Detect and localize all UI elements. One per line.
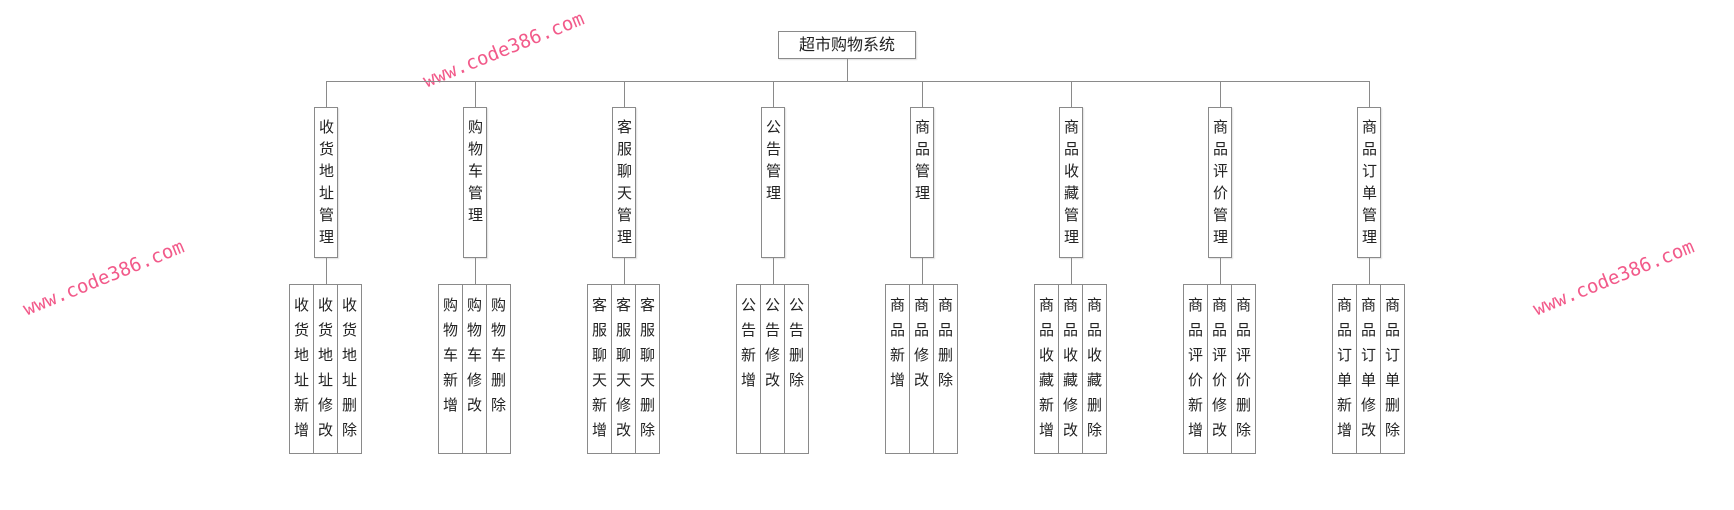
function-node: 商品评价新增 bbox=[1183, 284, 1208, 454]
function-group: 商品新增商品修改商品删除 bbox=[885, 284, 958, 454]
function-group: 商品订单新增商品订单修改商品订单删除 bbox=[1332, 284, 1405, 454]
branch-connector bbox=[922, 81, 923, 107]
branch-connector bbox=[326, 81, 327, 107]
function-node: 商品订单删除 bbox=[1380, 284, 1405, 454]
function-node: 商品评价修改 bbox=[1207, 284, 1232, 454]
function-node: 购物车删除 bbox=[486, 284, 511, 454]
child-connector bbox=[326, 258, 327, 284]
root-node: 超市购物系统 bbox=[778, 31, 916, 59]
function-group: 购物车新增购物车修改购物车删除 bbox=[438, 284, 511, 454]
child-connector bbox=[1369, 258, 1370, 284]
function-group: 收货地址新增收货地址修改收货地址删除 bbox=[289, 284, 362, 454]
module-node: 商品订单管理 bbox=[1357, 107, 1381, 258]
function-group: 商品收藏新增商品收藏修改商品收藏删除 bbox=[1034, 284, 1107, 454]
function-node: 商品订单新增 bbox=[1332, 284, 1357, 454]
branch-connector bbox=[475, 81, 476, 107]
function-node: 客服聊天新增 bbox=[587, 284, 612, 454]
function-node: 商品新增 bbox=[885, 284, 910, 454]
function-node: 商品评价删除 bbox=[1231, 284, 1256, 454]
function-node: 公告修改 bbox=[760, 284, 785, 454]
child-connector bbox=[1071, 258, 1072, 284]
branch-connector bbox=[1071, 81, 1072, 107]
watermark-text: www.code386.com bbox=[420, 7, 588, 93]
watermark-text: www.code386.com bbox=[1530, 235, 1698, 321]
function-node: 商品删除 bbox=[933, 284, 958, 454]
function-node: 公告删除 bbox=[784, 284, 809, 454]
function-group: 公告新增公告修改公告删除 bbox=[736, 284, 809, 454]
function-node: 商品订单修改 bbox=[1356, 284, 1381, 454]
horizontal-bus bbox=[326, 81, 1370, 82]
function-node: 商品收藏新增 bbox=[1034, 284, 1059, 454]
child-connector bbox=[922, 258, 923, 284]
module-node: 客服聊天管理 bbox=[612, 107, 636, 258]
function-node: 收货地址修改 bbox=[313, 284, 338, 454]
branch-connector bbox=[1369, 81, 1370, 107]
function-group: 商品评价新增商品评价修改商品评价删除 bbox=[1183, 284, 1256, 454]
function-node: 客服聊天修改 bbox=[611, 284, 636, 454]
watermark-text: www.code386.com bbox=[20, 235, 188, 321]
function-node: 商品收藏删除 bbox=[1082, 284, 1107, 454]
function-node: 购物车新增 bbox=[438, 284, 463, 454]
function-node: 商品修改 bbox=[909, 284, 934, 454]
function-group: 客服聊天新增客服聊天修改客服聊天删除 bbox=[587, 284, 660, 454]
child-connector bbox=[624, 258, 625, 284]
child-connector bbox=[773, 258, 774, 284]
function-node: 公告新增 bbox=[736, 284, 761, 454]
module-node: 收货地址管理 bbox=[314, 107, 338, 258]
branch-connector bbox=[1220, 81, 1221, 107]
module-node: 商品管理 bbox=[910, 107, 934, 258]
function-node: 收货地址新增 bbox=[289, 284, 314, 454]
function-node: 商品收藏修改 bbox=[1058, 284, 1083, 454]
module-node: 公告管理 bbox=[761, 107, 785, 258]
module-node: 商品收藏管理 bbox=[1059, 107, 1083, 258]
function-node: 收货地址删除 bbox=[337, 284, 362, 454]
child-connector bbox=[1220, 258, 1221, 284]
module-node: 商品评价管理 bbox=[1208, 107, 1232, 258]
child-connector bbox=[475, 258, 476, 284]
root-connector bbox=[847, 58, 848, 82]
function-node: 客服聊天删除 bbox=[635, 284, 660, 454]
function-node: 购物车修改 bbox=[462, 284, 487, 454]
branch-connector bbox=[773, 81, 774, 107]
branch-connector bbox=[624, 81, 625, 107]
module-node: 购物车管理 bbox=[463, 107, 487, 258]
